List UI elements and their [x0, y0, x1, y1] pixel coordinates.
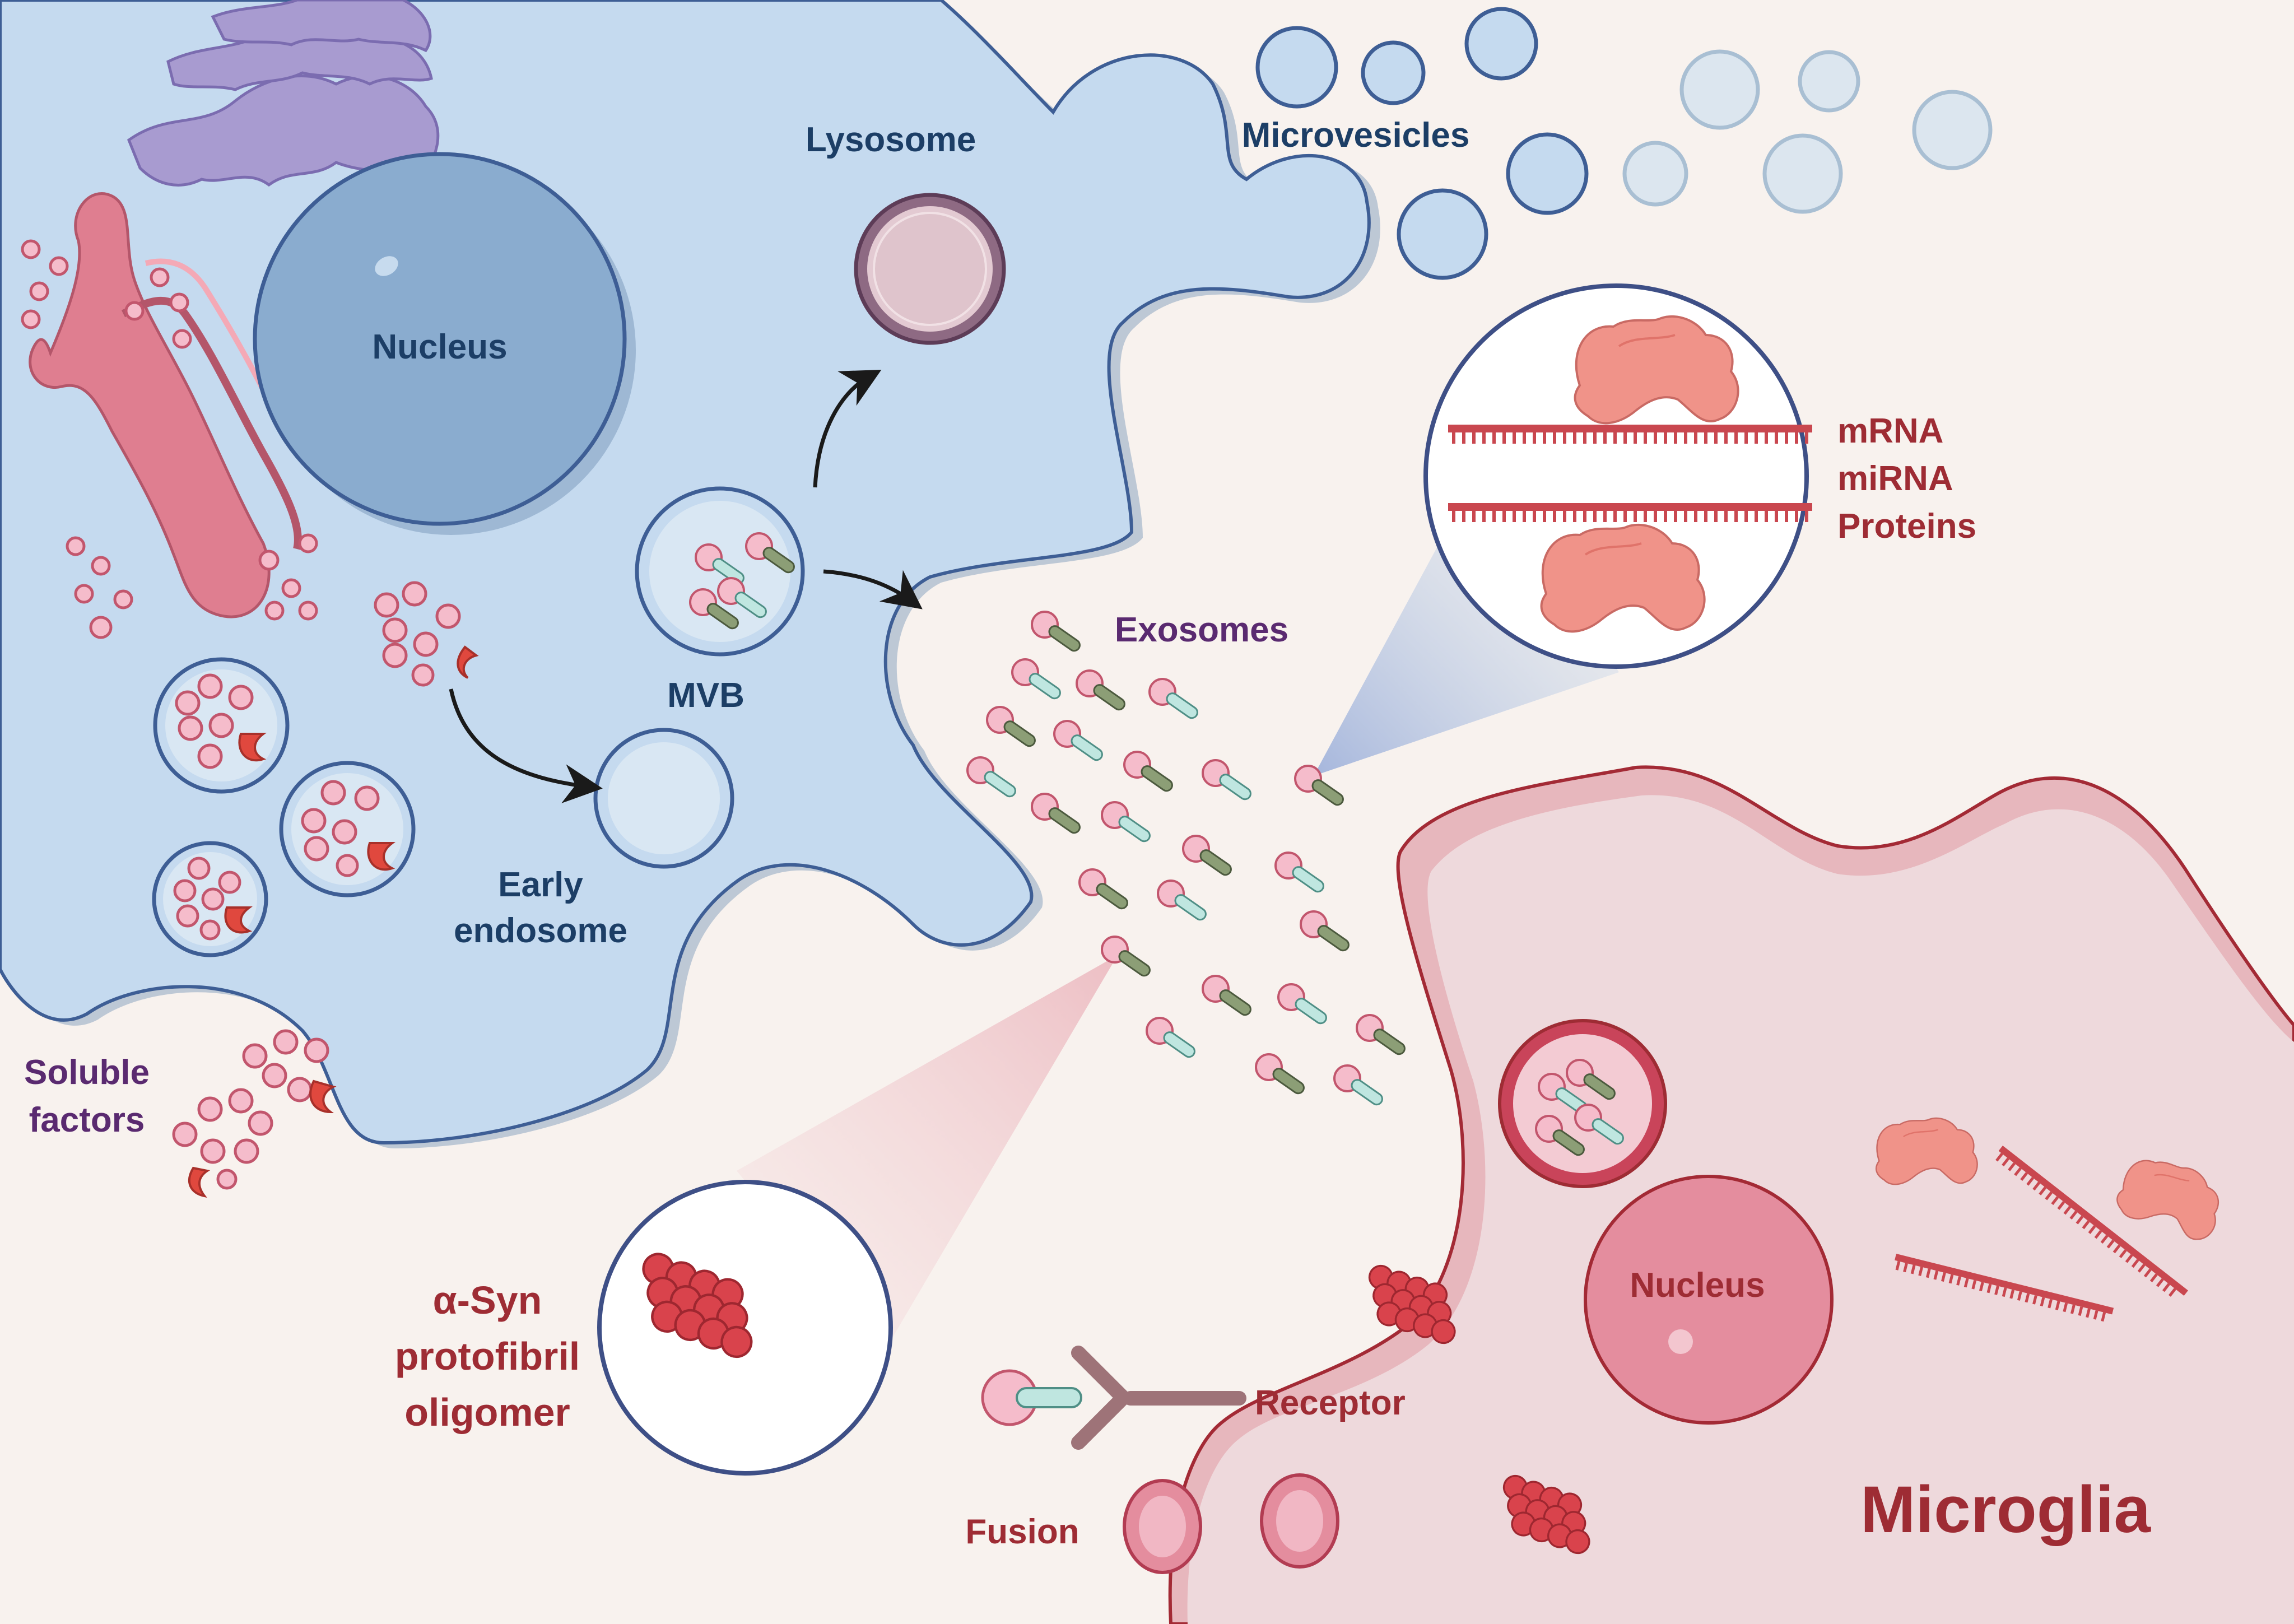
- label-nucleus-left: Nucleus: [372, 328, 507, 366]
- zoom-beam-cargo: [1314, 459, 1619, 776]
- asyn-zoom-circle: [597, 1180, 893, 1476]
- label-early-endosome-2: endosome: [454, 911, 627, 950]
- label-mrna: mRNA: [1837, 412, 1943, 450]
- microvesicles-group: [1255, 7, 1993, 280]
- golgi-apparatus: [127, 0, 440, 187]
- arrow-to-exosomes: [823, 569, 923, 609]
- arrow-to-early-endosome: [449, 688, 603, 803]
- label-mirna: miRNA: [1837, 459, 1953, 498]
- rna-strand-4: [1895, 1254, 2114, 1322]
- cargo-zoom-circle: [1423, 283, 1812, 669]
- label-receptor: Receptor: [1255, 1384, 1406, 1422]
- rna-strand-1: [1448, 425, 1812, 444]
- mvb: [635, 486, 805, 657]
- rna-strand-2: [1448, 503, 1812, 522]
- pathway-arrows: [449, 369, 923, 803]
- secretory-vesicles: [21, 239, 318, 639]
- label-soluble-2: factors: [29, 1101, 145, 1139]
- rna-strand-3: [1995, 1145, 2188, 1297]
- lysosome: [854, 193, 1006, 345]
- label-mvb: MVB: [667, 676, 744, 715]
- label-exosomes: Exosomes: [1115, 611, 1288, 649]
- label-fusion: Fusion: [965, 1513, 1079, 1551]
- microglia-cargo: [1875, 1117, 2231, 1322]
- microglia-endosome: [1498, 1019, 1667, 1188]
- cargo-vesicle-1: [153, 657, 290, 794]
- arrow-to-lysosome: [813, 369, 882, 488]
- label-early-endosome-1: Early: [498, 865, 583, 904]
- label-microvesicles: Microvesicles: [1242, 116, 1470, 155]
- donor-nucleus: [253, 152, 636, 535]
- early-endosome: [593, 728, 734, 869]
- label-asyn-3: oligomer: [404, 1390, 570, 1434]
- label-microglia: Microglia: [1860, 1473, 2151, 1547]
- cargo-vesicle-3: [152, 841, 268, 957]
- soluble-factors-outside: [172, 1029, 337, 1198]
- receptor: [981, 1346, 1246, 1450]
- microglia-nucleus: [1584, 1175, 1834, 1425]
- label-proteins: Proteins: [1837, 507, 1976, 546]
- label-lysosome: Lysosome: [806, 120, 976, 159]
- label-asyn-2: protofibril: [395, 1334, 580, 1378]
- soluble-factor-cluster: [374, 581, 479, 687]
- cargo-vesicle-2: [279, 761, 416, 897]
- label-nucleus-right: Nucleus: [1630, 1266, 1765, 1305]
- label-asyn-1: α-Syn: [433, 1278, 542, 1322]
- fusion-vesicles: [1123, 1473, 1339, 1574]
- label-soluble-1: Soluble: [24, 1053, 150, 1092]
